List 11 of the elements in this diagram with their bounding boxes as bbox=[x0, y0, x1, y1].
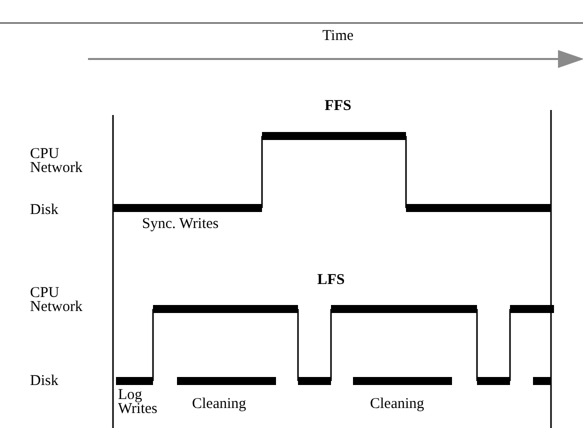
segment-label: Sync. Writes bbox=[142, 217, 219, 231]
segment-label: Cleaning bbox=[370, 397, 424, 411]
row-label: Disk bbox=[30, 203, 58, 217]
row-label: CPU Network bbox=[30, 286, 84, 314]
axis-label: Time bbox=[322, 29, 354, 43]
panel-title: LFS bbox=[317, 273, 345, 287]
segment-label: Log Writes bbox=[118, 388, 158, 416]
panel-title: FFS bbox=[324, 99, 352, 113]
row-label: CPU Network bbox=[30, 147, 84, 175]
segment-label: Cleaning bbox=[192, 397, 246, 411]
row-label: Disk bbox=[30, 374, 58, 388]
